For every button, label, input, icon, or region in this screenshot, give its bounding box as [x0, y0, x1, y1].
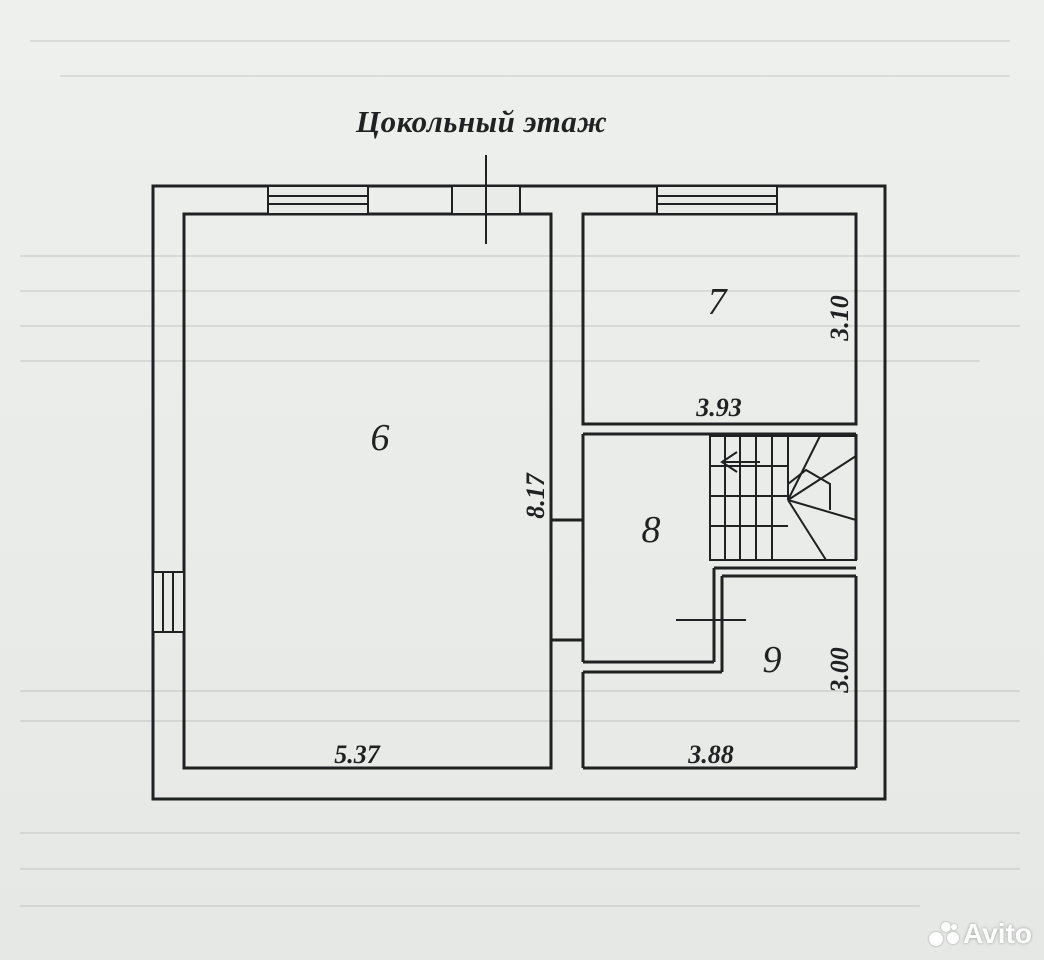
room-6-width: 5.37 [334, 740, 381, 769]
avito-watermark: Avito [929, 918, 1032, 950]
staircase-outline [709, 435, 857, 561]
staircase-direction-arrow [787, 468, 831, 510]
room-6-number: 6 [371, 417, 390, 459]
background-text-line [20, 325, 1020, 327]
room-6-height: 8.17 [521, 472, 550, 519]
staircase [709, 435, 857, 561]
room-9-height: 3.00 [825, 647, 854, 694]
background-text-line [20, 832, 1020, 834]
window-top-right [656, 185, 778, 215]
room-7-number: 7 [708, 281, 729, 323]
avito-watermark-text: Avito [963, 918, 1032, 949]
background-text-line [30, 40, 1010, 42]
room-7-width: 3.93 [695, 393, 742, 422]
floor-plan-title: Цокольный этаж [356, 104, 608, 139]
room-9-width: 3.88 [687, 740, 734, 769]
window-left [152, 571, 185, 633]
background-text-line [20, 690, 1020, 692]
window-top-left [267, 185, 369, 215]
room-7-height: 3.10 [825, 295, 854, 342]
avito-logo-icon [929, 920, 960, 948]
background-text-line [60, 75, 1010, 77]
background-text-line [20, 905, 920, 907]
room-6-outline [182, 212, 553, 770]
background-text-line [20, 290, 1020, 292]
room-8-number: 8 [642, 509, 661, 551]
background-text-line [20, 255, 1020, 257]
background-text-line [20, 360, 980, 362]
outer-wall [151, 184, 887, 801]
background-text-line [20, 868, 1020, 870]
background-text-line [20, 720, 1020, 722]
room-9-number: 9 [763, 639, 782, 681]
